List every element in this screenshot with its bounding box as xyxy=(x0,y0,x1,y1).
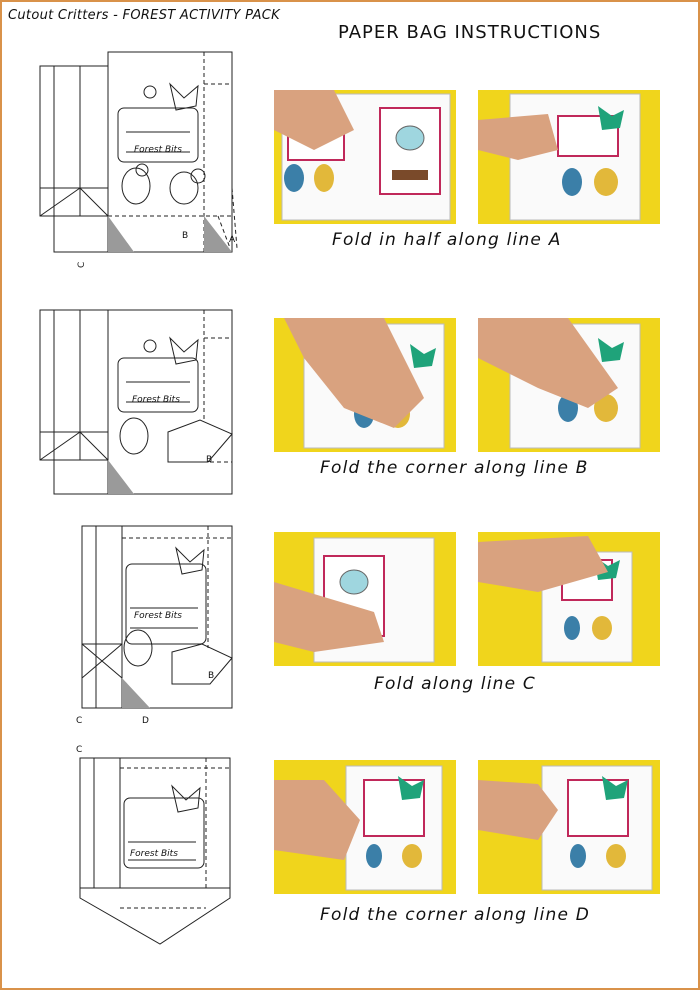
step-1-photo-left xyxy=(274,90,456,224)
instructions-title: PAPER BAG INSTRUCTIONS xyxy=(338,22,601,43)
step-3-diagram: Forest Bits B C D xyxy=(72,518,252,728)
step-4-diagram: Forest Bits C xyxy=(68,738,248,948)
step-1-letter-a: A xyxy=(229,235,236,245)
step-2-photo-right xyxy=(478,318,660,452)
step-2-letter-b: B xyxy=(206,455,212,465)
step-1-photo-right xyxy=(478,90,660,224)
step-4-bag-label: Forest Bits xyxy=(130,849,178,859)
step-3-caption: Fold along line C xyxy=(374,674,536,694)
step-3-photo-right xyxy=(478,532,660,666)
step-3-letter-d: D xyxy=(142,716,149,726)
step-2-bag-label: Forest Bits xyxy=(132,395,180,405)
step-1-letter-b: B xyxy=(182,231,188,241)
step-2-photo-left xyxy=(274,318,456,452)
step-2-caption: Fold the corner along line B xyxy=(320,458,589,478)
step-1-bag-label: Forest Bits xyxy=(134,145,182,155)
step-4-photo-right xyxy=(478,760,660,894)
pack-title: Cutout Critters - FOREST ACTIVITY PACK xyxy=(8,8,280,23)
step-1-letter-c: C xyxy=(77,262,87,268)
step-1-diagram: Forest Bits A B C xyxy=(32,48,252,278)
step-4-letter-c: C xyxy=(76,745,82,755)
step-3-photo-left xyxy=(274,532,456,666)
step-4-caption: Fold the corner along line D xyxy=(320,905,590,925)
step-4-photo-left xyxy=(274,760,456,894)
step-3-letter-b: B xyxy=(208,671,214,681)
step-2-diagram: Forest Bits B xyxy=(32,302,252,502)
step-3-letter-c: C xyxy=(76,716,82,726)
step-3-bag-label: Forest Bits xyxy=(134,611,182,621)
step-1-caption: Fold in half along line A xyxy=(332,230,562,250)
